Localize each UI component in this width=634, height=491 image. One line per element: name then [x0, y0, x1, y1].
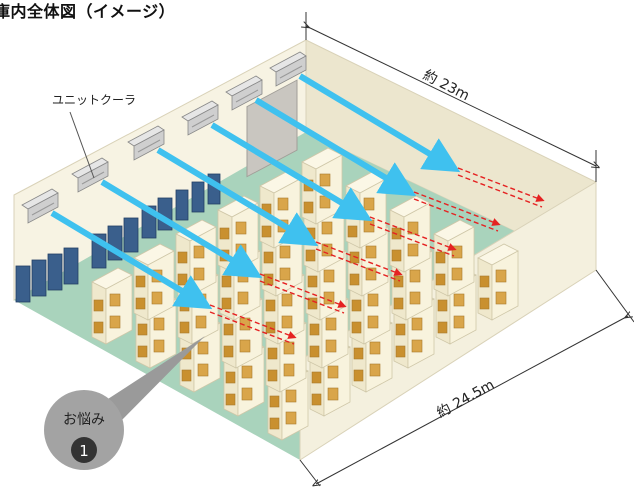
airflow-arrows [50, 73, 545, 345]
cold-air-arrow [156, 147, 319, 247]
unit-cooler-label: ユニットクーラ [52, 93, 136, 107]
unit-coolers [21, 51, 307, 224]
return-air-arrow [209, 304, 297, 339]
return-air-arrow [369, 223, 455, 257]
storage-rack-icon [133, 243, 175, 321]
storage-rack-icon [267, 363, 309, 441]
storage-rack-icon [435, 267, 477, 345]
cold-air-arrow [100, 179, 263, 279]
width-dimension-label: 約 23m [420, 67, 472, 104]
storage-rack-icon [393, 291, 435, 369]
return-air-arrow [209, 311, 295, 345]
cold-air-arrow [210, 122, 373, 222]
callout: お悩み 1 [44, 336, 205, 470]
dimension-lines [299, 12, 634, 486]
cold-air-arrow [298, 73, 461, 173]
return-air-arrow [369, 216, 457, 251]
return-air-arrow [315, 248, 401, 282]
return-air-arrow [259, 273, 347, 308]
storage-rack-icon [433, 219, 475, 297]
return-air-arrow [259, 280, 345, 314]
unit-cooler-icon [127, 125, 165, 161]
return-air-arrow [457, 167, 545, 202]
storage-rack-icon [477, 243, 519, 321]
unit-cooler-icon [181, 100, 219, 136]
storage-rack-icon [91, 267, 133, 345]
callout-label: お悩み [63, 412, 105, 428]
cold-air-arrow [254, 97, 417, 197]
cold-air-arrow [50, 210, 213, 310]
unit-cooler-icon [225, 75, 263, 111]
unit-cooler-icon [269, 51, 307, 87]
unit-cooler-icon [21, 188, 59, 224]
return-air-arrow [315, 241, 403, 276]
page-title: 庫内全体図（イメージ） [0, 2, 176, 21]
unit-cooler-leader [69, 111, 95, 179]
callout-number: 1 [79, 442, 89, 460]
storage-rack-icon [389, 195, 431, 273]
depth-dimension-label: 約 24.5m [434, 377, 497, 422]
return-air-arrow [413, 191, 501, 226]
return-air-arrow [457, 174, 543, 208]
storage-rack-icon [259, 171, 301, 249]
return-air-arrow [413, 198, 499, 232]
